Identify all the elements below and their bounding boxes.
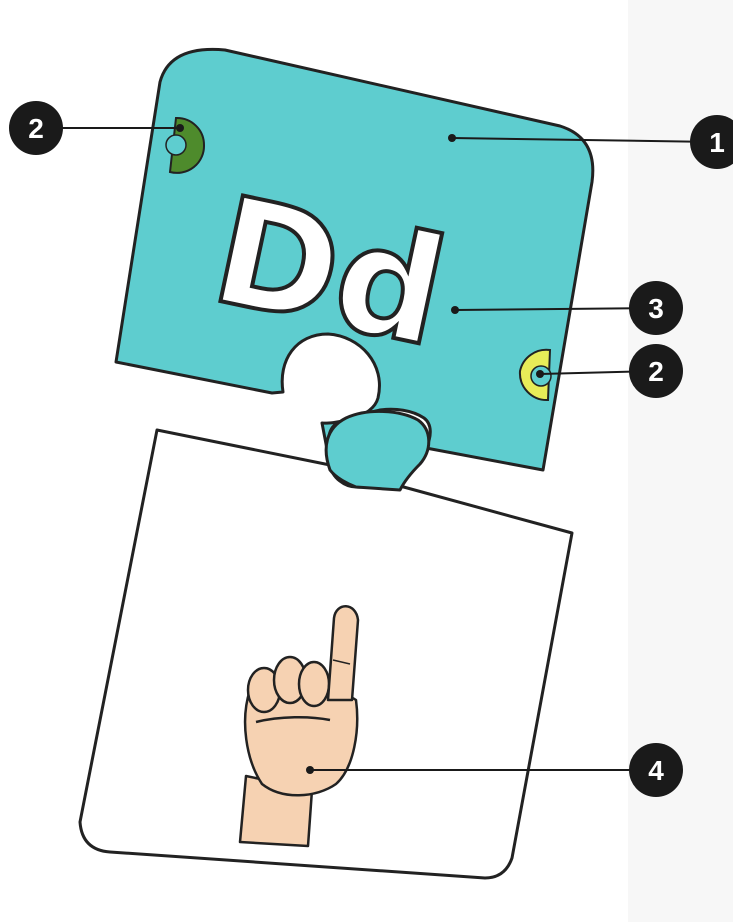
callout-4: 4 <box>629 743 683 797</box>
puzzle-tab <box>326 411 429 490</box>
puzzle-piece-bottom <box>80 430 572 878</box>
callout-2-left: 2 <box>9 101 63 155</box>
svg-text:2: 2 <box>28 113 44 144</box>
callout-3: 3 <box>629 281 683 335</box>
callout-1: 1 <box>690 115 733 169</box>
svg-text:4: 4 <box>648 755 664 786</box>
svg-text:2: 2 <box>648 356 664 387</box>
callout-2-right: 2 <box>629 344 683 398</box>
svg-text:1: 1 <box>709 127 725 158</box>
svg-text:3: 3 <box>648 293 664 324</box>
